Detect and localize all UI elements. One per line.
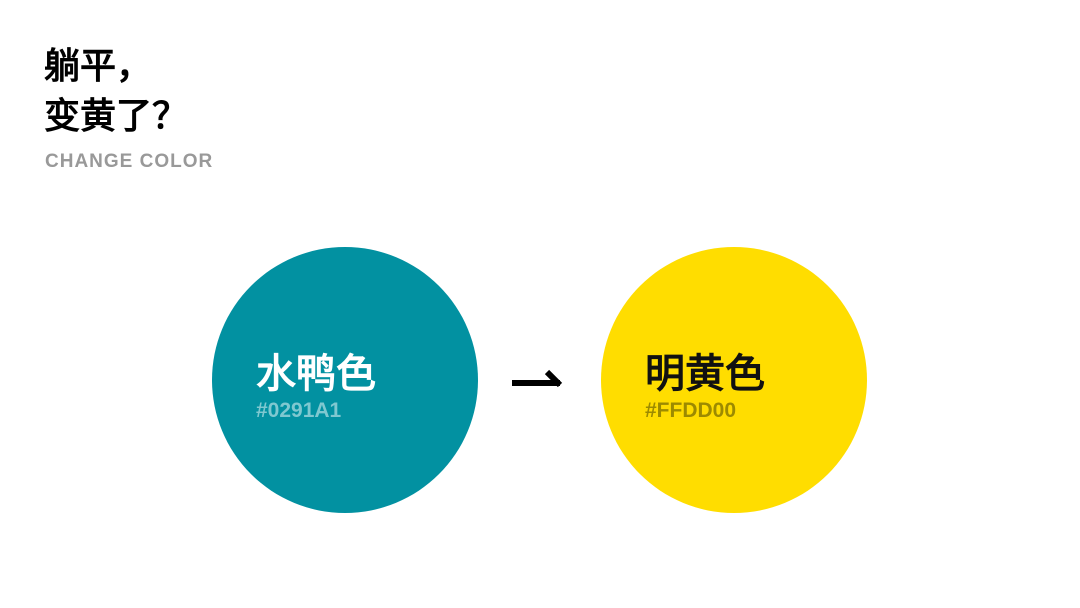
page-title: 躺平， 变黄了？ <box>44 42 188 142</box>
from-color-name: 水鸭色 <box>256 351 376 397</box>
to-color-swatch: 明黄色 #FFDD00 <box>601 247 867 513</box>
from-color-swatch: 水鸭色 #0291A1 <box>212 247 478 513</box>
title-line-1: 躺平， <box>44 46 153 87</box>
to-color-name: 明黄色 <box>645 351 765 397</box>
arrow-right-icon <box>512 369 563 388</box>
to-color-hex: #FFDD00 <box>645 399 737 422</box>
title-line-2: 变黄了？ <box>44 96 189 137</box>
from-color-hex: #0291A1 <box>256 399 342 422</box>
subtitle: CHANGE COLOR <box>45 151 214 172</box>
